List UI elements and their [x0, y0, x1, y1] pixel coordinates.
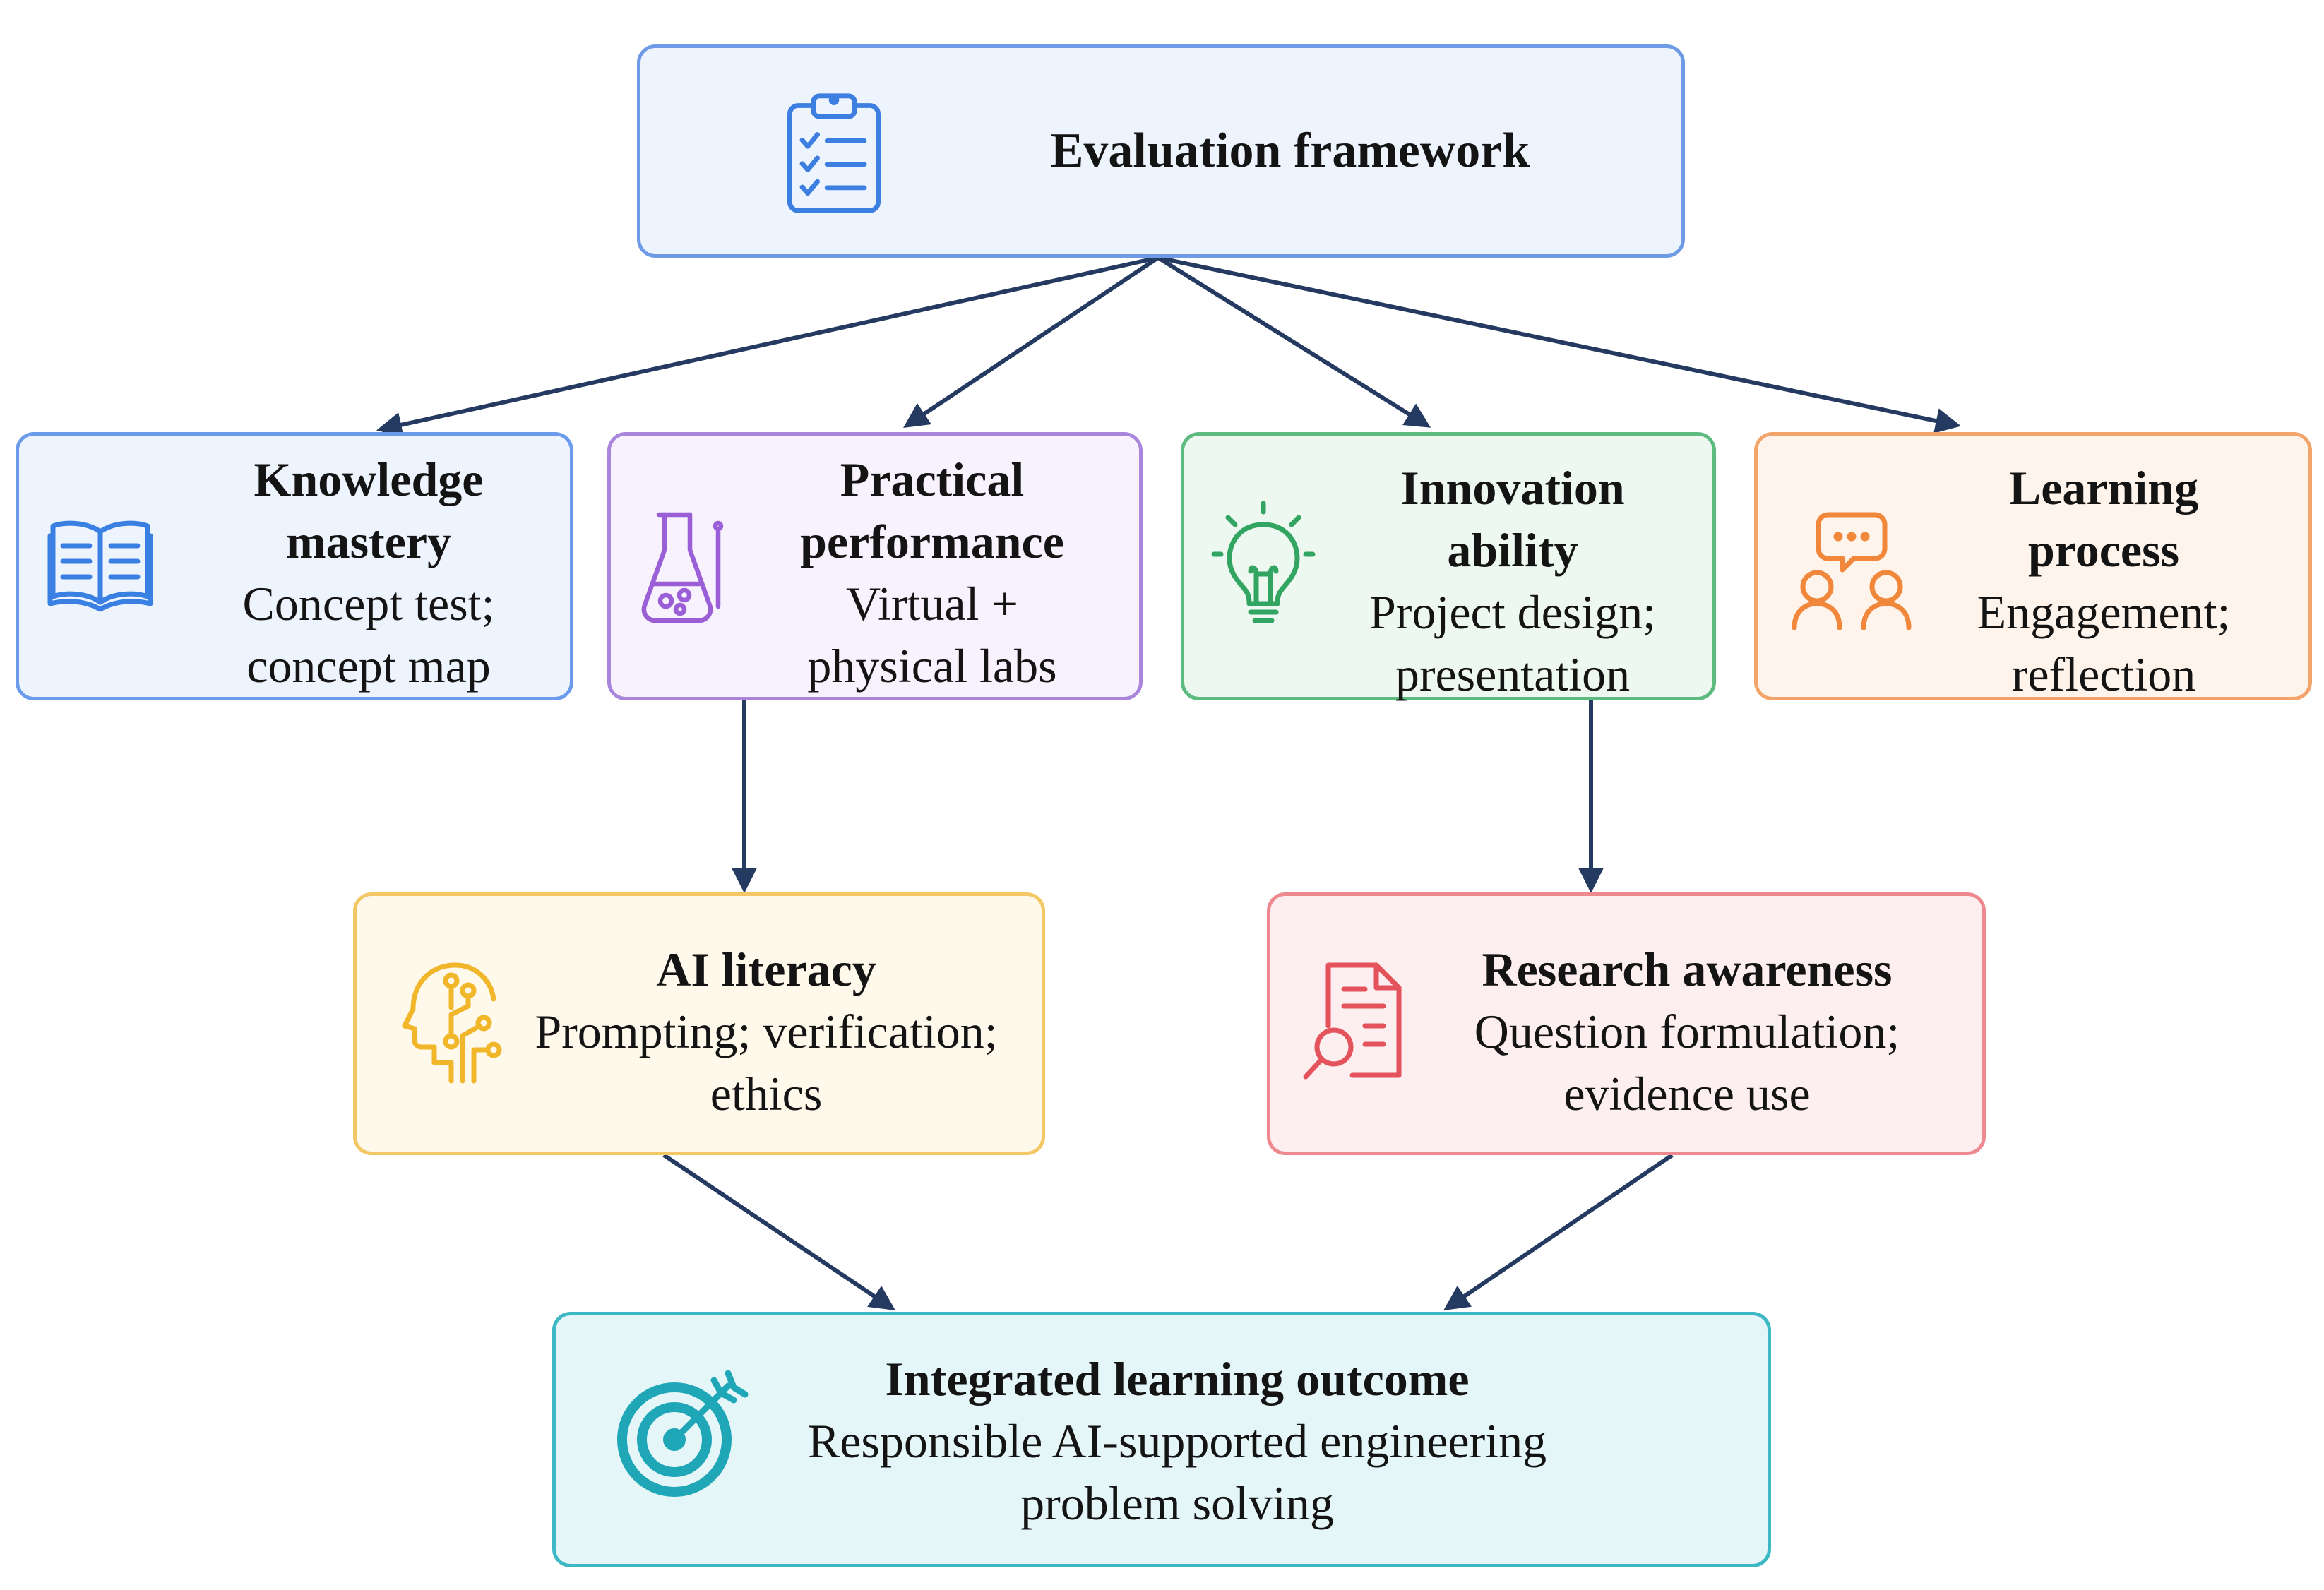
integrated-outcome-title: Integrated learning outcome [885, 1352, 1470, 1406]
arrow-evaluation-to-learning [1157, 256, 1962, 434]
ai-literacy-text: AI literacy Prompting; verification; eth… [512, 938, 1020, 1125]
innovation-ability-node: Innovation ability Project design; prese… [1181, 432, 1716, 701]
clipboard-checklist-icon [785, 90, 883, 215]
practical-performance-title-line-1: Practical [840, 453, 1025, 506]
learning-process-node: Learning process Engagement; reflection [1754, 432, 2312, 701]
lab-flask-icon [639, 506, 724, 626]
research-awareness-text: Research awareness Question formulation;… [1419, 938, 1955, 1125]
arrow-evaluation-to-knowledge [376, 256, 1159, 438]
lightbulb-icon [1211, 501, 1316, 628]
practical-performance-desc-line-1: Virtual + [846, 577, 1018, 630]
evaluation-framework-title: Evaluation framework [1050, 124, 1530, 178]
knowledge-mastery-title-line-2: mastery [285, 515, 452, 568]
ai-literacy-desc-line-2: ethics [710, 1067, 823, 1120]
integrated-outcome-desc-line-1: Responsible AI-supported engineering [807, 1414, 1547, 1468]
ai-head-circuit-icon [392, 958, 502, 1085]
practical-performance-text: Practical performance Virtual + physical… [752, 448, 1112, 697]
innovation-ability-title-line-2: ability [1447, 523, 1578, 577]
research-awareness-desc-line-2: evidence use [1563, 1067, 1811, 1120]
target-arrow-icon [615, 1366, 749, 1500]
ai-literacy-title: AI literacy [656, 943, 876, 996]
innovation-ability-desc-line-1: Project design; [1369, 585, 1657, 639]
arrow-research-to-integrated [1443, 1153, 1674, 1311]
integrated-outcome-desc-line-2: problem solving [1020, 1476, 1334, 1530]
learning-process-title-line-2: process [2027, 523, 2180, 577]
knowledge-mastery-desc-line-1: Concept test; [242, 577, 495, 630]
knowledge-mastery-text: Knowledge mastery Concept test; concept … [181, 448, 556, 697]
document-search-icon [1300, 958, 1406, 1085]
knowledge-mastery-node: Knowledge mastery Concept test; concept … [16, 432, 573, 700]
practical-performance-desc-line-2: physical labs [807, 639, 1057, 693]
research-awareness-title: Research awareness [1482, 943, 1893, 996]
evaluation-framework-node: Evaluation framework [637, 44, 1685, 258]
research-awareness-node: Research awareness Question formulation;… [1267, 892, 1986, 1155]
knowledge-mastery-desc-line-2: concept map [246, 639, 491, 693]
learning-process-title-line-1: Learning [2008, 461, 2199, 515]
innovation-ability-desc-line-2: presentation [1395, 647, 1631, 701]
integrated-outcome-node: Integrated learning outcome Responsible … [552, 1312, 1771, 1567]
arrow-evaluation-to-innovation [1157, 256, 1431, 428]
knowledge-mastery-title-line-1: Knowledge [254, 453, 484, 506]
discussion-people-icon [1792, 510, 1912, 630]
learning-process-desc-line-2: reflection [2011, 647, 2196, 701]
practical-performance-title-line-2: performance [800, 515, 1064, 568]
ai-literacy-node: AI literacy Prompting; verification; eth… [353, 892, 1045, 1155]
arrow-evaluation-to-practical [903, 256, 1160, 428]
integrated-outcome-text: Integrated learning outcome Responsible … [768, 1348, 1587, 1534]
innovation-ability-text: Innovation ability Project design; prese… [1340, 457, 1686, 705]
arrow-ai-literacy-to-integrated [662, 1153, 895, 1311]
learning-process-text: Learning process Engagement; reflection [1927, 457, 2280, 705]
innovation-ability-title-line-1: Innovation [1400, 461, 1625, 515]
practical-performance-node: Practical performance Virtual + physical… [607, 432, 1143, 700]
ai-literacy-desc-line-1: Prompting; verification; [535, 1005, 998, 1058]
research-awareness-desc-line-1: Question formulation; [1474, 1005, 1900, 1058]
learning-process-desc-line-1: Engagement; [1977, 585, 2231, 639]
open-book-icon [47, 515, 153, 614]
